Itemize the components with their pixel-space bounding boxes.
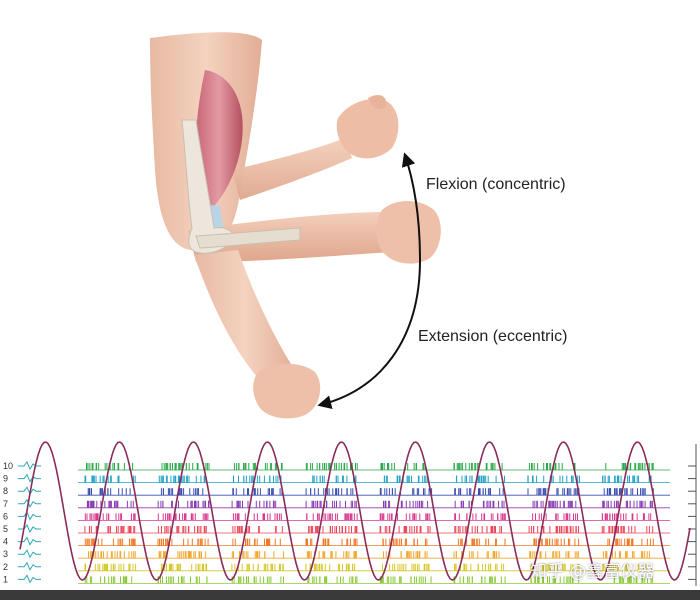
channel-icon-9	[18, 475, 41, 482]
spike-train-7	[87, 501, 652, 508]
channel-icon-7	[18, 500, 41, 507]
watermark: 知乎 @鑫富仪器	[530, 557, 654, 582]
channel-label-5: 5	[3, 524, 8, 534]
channel-icon-1	[18, 575, 41, 582]
spike-train-9	[85, 476, 651, 483]
extension-label: Extension (eccentric)	[418, 328, 567, 346]
channel-icon-2	[18, 563, 41, 570]
channel-label-1: 1	[3, 574, 8, 584]
channel-label-6: 6	[3, 511, 8, 521]
forearm-extended	[194, 250, 320, 418]
flexion-label: Flexion (concentric)	[426, 176, 566, 194]
channel-label-9: 9	[3, 474, 8, 484]
forearm-flexed	[232, 95, 398, 200]
spike-train-10	[87, 463, 654, 470]
channel-label-2: 2	[3, 562, 8, 572]
channel-icon-6	[18, 512, 41, 519]
elbow-flexion-extension-illustration	[0, 0, 700, 430]
spike-train-8	[88, 488, 653, 495]
channel-label-8: 8	[3, 486, 8, 496]
motion-arrow	[320, 155, 420, 405]
channel-icon-10	[18, 462, 41, 469]
spike-train-6	[85, 513, 650, 520]
channel-icon-5	[18, 525, 41, 532]
channel-label-7: 7	[3, 499, 8, 509]
spike-train-5	[85, 526, 653, 533]
bottom-bar	[0, 590, 700, 600]
channel-label-10: 10	[3, 461, 13, 471]
channel-label-3: 3	[3, 549, 8, 559]
channel-label-4: 4	[3, 537, 8, 547]
channel-icon-3	[18, 550, 41, 557]
